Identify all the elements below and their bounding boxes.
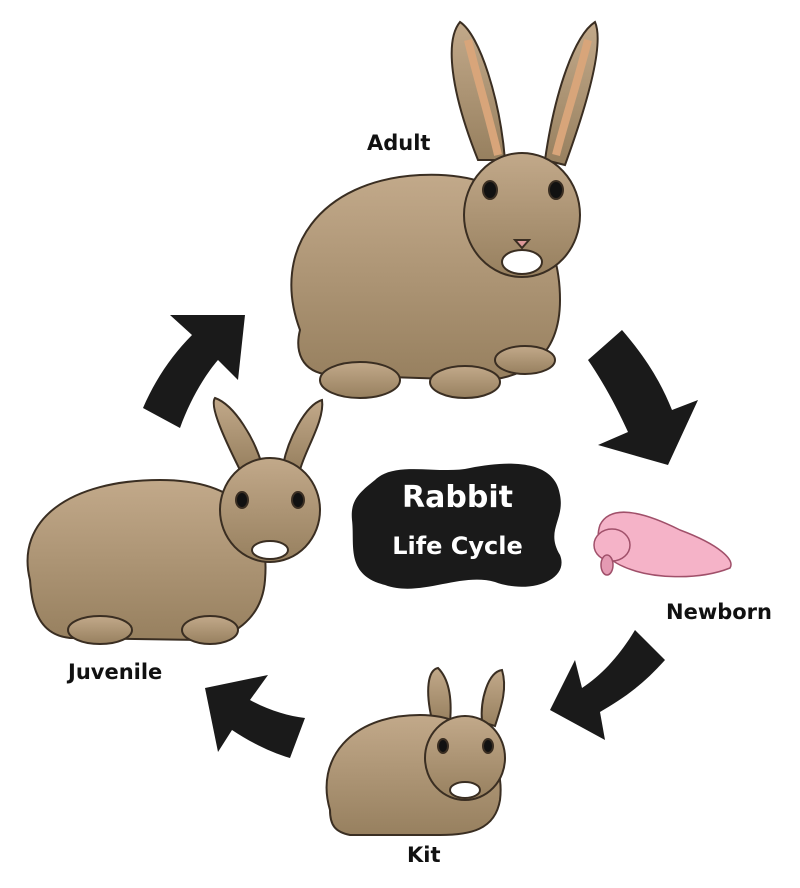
adult-rabbit [290,20,599,399]
kit-rabbit [325,666,506,836]
arrow-kit-to-juvenile [205,675,305,758]
newborn-rabbit [593,511,732,578]
label-adult: Adult [367,131,431,155]
label-newborn: Newborn [666,600,772,624]
arrow-newborn-to-kit [550,630,665,740]
title-blob [351,463,562,589]
arrow-juvenile-to-adult [143,315,245,428]
arrow-adult-to-newborn [588,330,698,465]
juvenile-rabbit [26,396,324,645]
title-line-1: Rabbit [402,480,513,515]
label-kit: Kit [407,843,441,867]
title-line-2: Life Cycle [392,532,523,560]
label-juvenile: Juvenile [68,660,163,684]
